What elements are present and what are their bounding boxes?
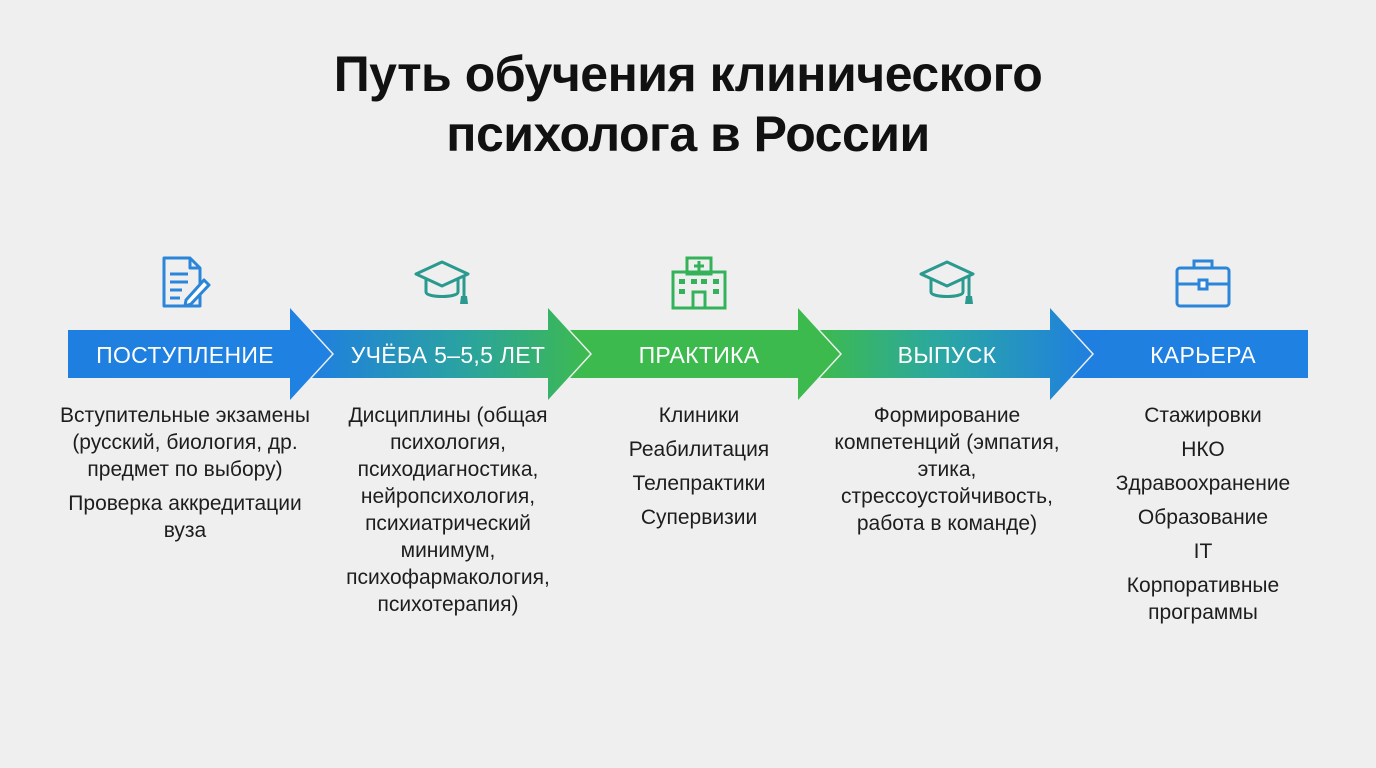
list-item: Вступительные экзамены (русский, биологи… (60, 404, 310, 481)
list-item: Образование (1137, 506, 1269, 529)
title-line-2: психолога в России (446, 106, 930, 162)
stage-label-career: КАРЬЕРА (1150, 342, 1256, 368)
document-edit-icon (152, 252, 216, 312)
arrow-stage-3 (570, 308, 840, 400)
list-item: НКО (1181, 438, 1225, 461)
title-line-1: Путь обучения клинического (333, 46, 1043, 102)
list-item: Формирование компетенций (эмпатия, этика… (834, 404, 1060, 535)
arrow-stage-2 (312, 308, 590, 400)
stage-label-admission: ПОСТУПЛЕНИЕ (96, 342, 274, 368)
stage-description-study: Дисциплины (общая психология, психодиагн… (318, 402, 578, 618)
list-item: Дисциплины (общая психология, психодиагн… (346, 404, 550, 616)
list-item: IT (1193, 540, 1213, 563)
list-item: Телепрактики (632, 472, 766, 495)
arrow-stage-1 (68, 308, 332, 400)
graduation-cap-icon (915, 252, 979, 312)
page-title: Путь обучения клинического психолога в Р… (0, 44, 1376, 164)
arrow-stage-5 (1072, 330, 1308, 378)
arrow-stage-4 (820, 308, 1092, 400)
stage-description-graduation: Формирование компетенций (эмпатия, этика… (822, 402, 1072, 537)
stage-description-admission: Вступительные экзамены (русский, биологи… (60, 402, 310, 544)
briefcase-icon (1171, 252, 1235, 312)
graduation-cap-icon (410, 252, 474, 312)
stage-description-career: Стажировки НКО Здравоохранение Образован… (1078, 402, 1328, 626)
list-item: Супервизии (640, 506, 758, 529)
process-arrows (68, 308, 1308, 400)
stage-label-practice: ПРАКТИКА (638, 342, 760, 368)
list-item: Здравоохранение (1115, 472, 1291, 495)
list-item: Клиники (658, 404, 740, 427)
stage-description-practice: Клиники Реабилитация Телепрактики Суперв… (574, 402, 824, 531)
hospital-icon (667, 252, 731, 312)
list-item: Реабилитация (628, 438, 770, 461)
list-item: Стажировки (1144, 404, 1262, 427)
stage-label-study: УЧЁБА 5–5,5 ЛЕТ (350, 342, 546, 368)
list-item: Проверка аккредитации вуза (68, 492, 302, 542)
list-item: Корпоративные программы (1126, 574, 1280, 624)
stage-label-graduation: ВЫПУСК (897, 342, 997, 368)
